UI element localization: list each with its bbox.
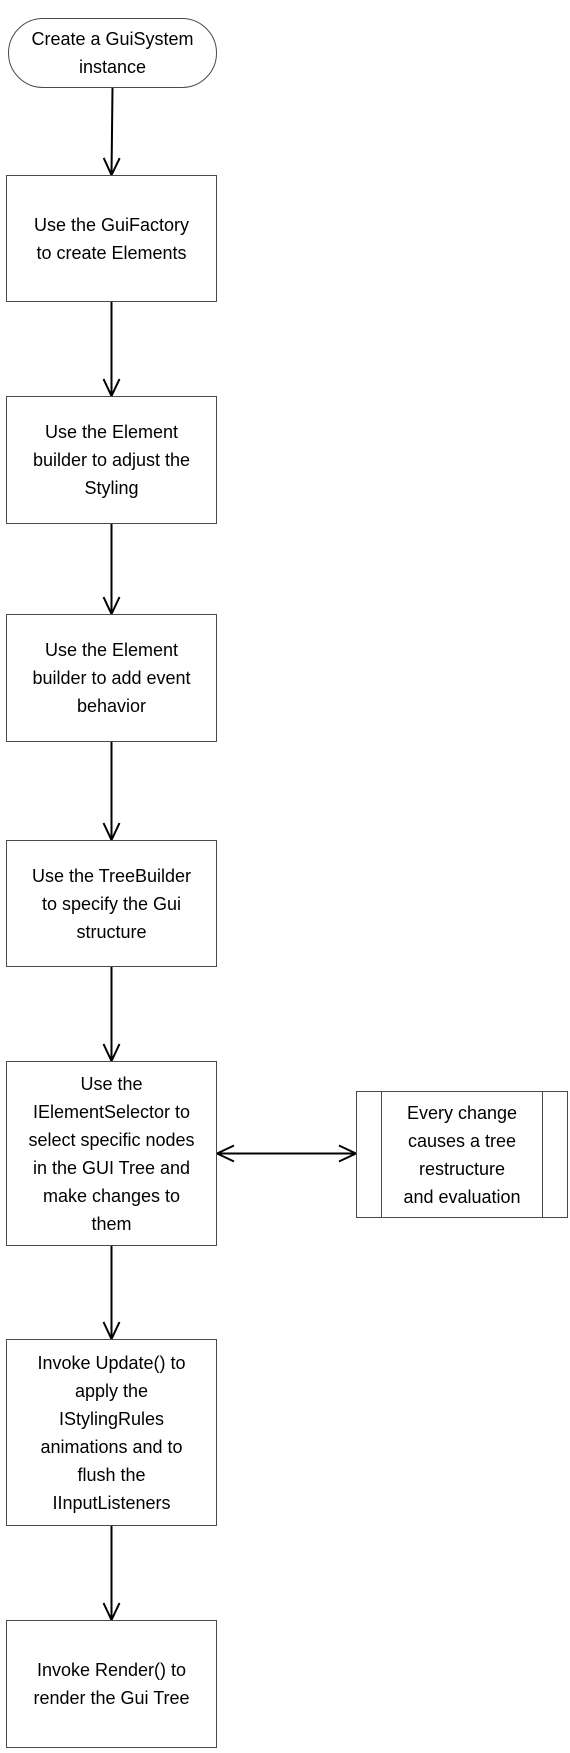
node-tree-restructure-subprocess: Every change causes a tree restructure a… [356,1091,568,1218]
edge-create-instance-to-gui-factory [112,87,113,175]
node-label: Invoke Render() to render the Gui Tree [33,1660,190,1708]
node-create-gui-system-instance: Create a GuiSystem instance [8,18,217,88]
node-adjust-styling: Use the Element builder to adjust the St… [6,396,217,524]
node-label: Use the Element builder to adjust the St… [32,422,191,498]
node-invoke-render: Invoke Render() to render the Gui Tree [6,1620,217,1748]
node-label: Use the GuiFactory to create Elements [33,214,190,263]
node-label: Every change causes a tree restructure a… [403,1102,521,1207]
node-label: Use the TreeBuilder to specify the Gui s… [31,865,192,942]
node-label: Use the IElementSelector to select speci… [28,1073,195,1234]
node-invoke-update: Invoke Update() to apply the IStylingRul… [6,1339,217,1526]
node-label: Use the Element builder to add event beh… [32,640,191,716]
node-tree-builder: Use the TreeBuilder to specify the Gui s… [6,840,217,967]
node-use-gui-factory: Use the GuiFactory to create Elements [6,175,217,302]
node-label: Create a GuiSystem instance [31,29,194,77]
node-element-selector: Use the IElementSelector to select speci… [6,1061,217,1246]
node-add-event-behavior: Use the Element builder to add event beh… [6,614,217,742]
node-label: Invoke Update() to apply the IStylingRul… [37,1352,186,1513]
